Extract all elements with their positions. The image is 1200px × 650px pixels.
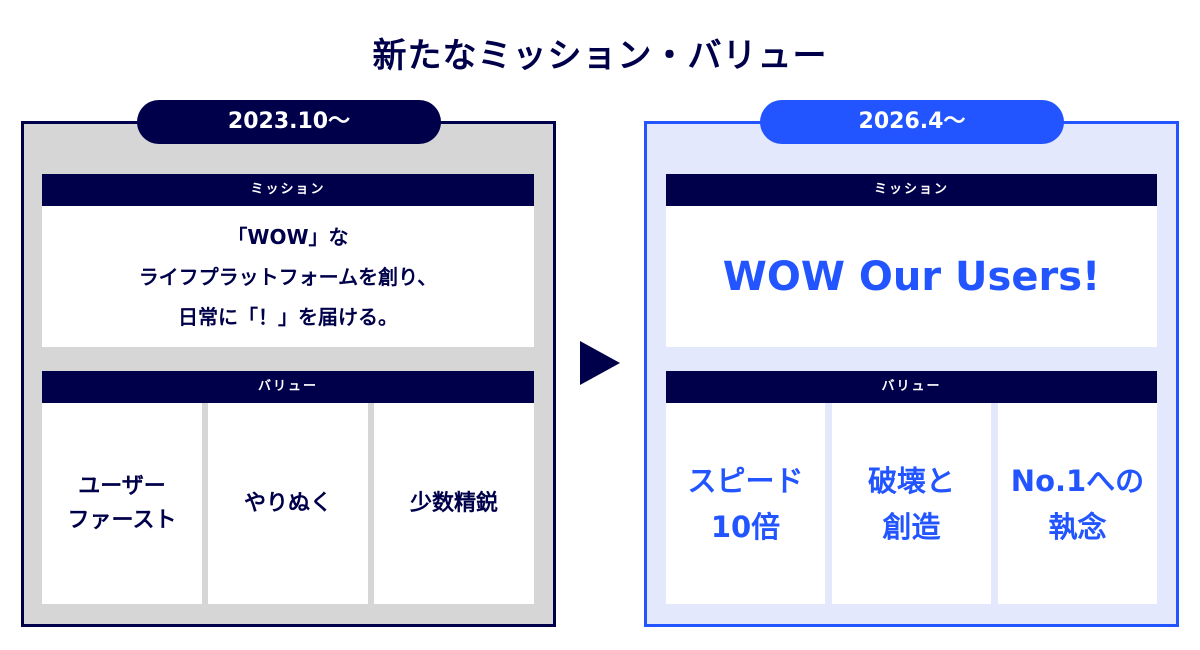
triangle-right-icon bbox=[580, 341, 620, 385]
new-value-line: 破壊と bbox=[867, 463, 955, 498]
new-period-badge: 2026.4〜 bbox=[760, 100, 1064, 144]
old-mission-statement: 「WOW」な ライフプラットフォームを創り、 日常に「！」を届ける。 bbox=[42, 206, 534, 347]
new-mission-text: WOW Our Users! bbox=[722, 253, 1101, 300]
old-value-card: 少数精鋭 bbox=[374, 403, 534, 604]
new-value-line: 創造 bbox=[882, 509, 941, 544]
old-values-header: バリュー bbox=[42, 371, 534, 403]
old-period-badge: 2023.10〜 bbox=[137, 100, 441, 144]
old-value-line: やりぬく bbox=[243, 490, 332, 516]
new-value-card: 破壊と 創造 bbox=[832, 403, 991, 604]
old-value-card: ユーザー ファースト bbox=[42, 403, 202, 604]
new-value-card: No.1への 執念 bbox=[998, 403, 1157, 604]
new-value-line: 10倍 bbox=[710, 509, 781, 544]
new-mission-statement: WOW Our Users! bbox=[666, 206, 1157, 347]
old-mission-line: 日常に「！」を届ける。 bbox=[177, 304, 398, 329]
old-value-card: やりぬく bbox=[208, 403, 368, 604]
new-value-line: 執念 bbox=[1048, 509, 1107, 544]
new-value-line: No.1への bbox=[1010, 463, 1145, 498]
old-mission-line: ライフプラットフォームを創り、 bbox=[138, 264, 438, 289]
new-mission-header: ミッション bbox=[666, 174, 1157, 206]
old-mission-line: 「WOW」な bbox=[227, 224, 349, 249]
old-value-line: ユーザー bbox=[78, 473, 166, 499]
old-value-line: ファースト bbox=[67, 507, 177, 533]
old-value-line: 少数精鋭 bbox=[409, 490, 498, 516]
new-value-card: スピード 10倍 bbox=[666, 403, 825, 604]
old-mission-header: ミッション bbox=[42, 174, 534, 206]
page-title: 新たなミッション・バリュー bbox=[372, 36, 828, 76]
new-value-line: スピード bbox=[687, 463, 804, 498]
new-values-header: バリュー bbox=[666, 371, 1157, 403]
